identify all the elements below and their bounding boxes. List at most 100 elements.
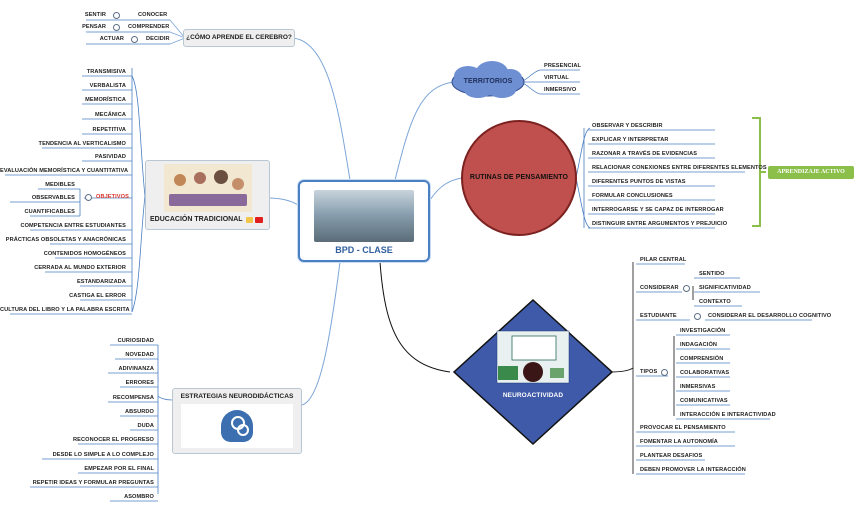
trad-item-15: CULTURA DEL LIBRO Y LA PALABRA ESCRITA bbox=[0, 307, 130, 313]
note-icon bbox=[246, 217, 253, 223]
trad-item-5: REPETITIVA bbox=[92, 127, 126, 133]
rutina-1: OBSERVAR Y DESCRIBIR bbox=[592, 123, 663, 129]
tipo-2: INDAGACIÓN bbox=[680, 342, 718, 348]
objetivos-label: OBJETIVOS bbox=[96, 194, 129, 200]
rutinas-circle bbox=[461, 120, 577, 236]
trad-item-11: CONTENIDOS HOMOGÉNEOS bbox=[43, 251, 126, 257]
strat-item-12: ASOMBRO bbox=[124, 494, 154, 500]
territorio-2: VIRTUAL bbox=[544, 75, 569, 81]
link-territorios bbox=[394, 81, 456, 181]
strat-item-9: DESDE LO SIMPLE A LO COMPLEJO bbox=[52, 452, 154, 458]
tradicional-node[interactable]: EDUCACIÓN TRADICIONAL bbox=[145, 160, 270, 230]
pair-connector-icon bbox=[131, 36, 138, 43]
tipo-7: INTERACCIÓN E INTERACTIVIDAD bbox=[680, 412, 776, 418]
trad-item-8: EVALUACIÓN MEMORÍSTICA Y CUANTITATIVA bbox=[0, 168, 129, 174]
aprendizaje-activo-badge[interactable]: APRENDIZAJE ACTIVO bbox=[768, 166, 854, 179]
territorio-1: PRESENCIAL bbox=[544, 63, 582, 69]
neuro-tail-3: PLANTEAR DESAFIOS bbox=[640, 453, 703, 459]
strat-item-8: RECONOCER EL PROGRESO bbox=[73, 437, 154, 443]
link-aprende bbox=[291, 37, 351, 181]
objetivo-2: OBSERVABLES bbox=[31, 195, 75, 201]
considerar-connector-icon bbox=[683, 285, 690, 292]
central-node[interactable]: BPD - CLASE bbox=[298, 180, 430, 262]
neuro-tail-2: FOMENTAR LA AUTONOMÍA bbox=[640, 439, 718, 445]
neurostrat-title: ESTRATEGIAS NEURODIDÁCTICAS bbox=[180, 393, 294, 400]
tipo-4: COLABORATIVAS bbox=[680, 370, 730, 376]
neurostrat-node[interactable]: ESTRATEGIAS NEURODIDÁCTICAS bbox=[172, 388, 302, 454]
neuro-tail-1: PROVOCAR EL PENSAMIENTO bbox=[640, 425, 726, 431]
rutina-6: FORMULAR CONCLUSIONES bbox=[592, 193, 673, 199]
rutina-5: DIFERENTES PUNTOS DE VISTAS bbox=[592, 179, 686, 185]
link-neurostrat bbox=[301, 261, 341, 406]
strat-item-10: EMPEZAR POR EL FINAL bbox=[84, 466, 154, 472]
link-tradicional bbox=[267, 197, 299, 206]
video-icon[interactable] bbox=[255, 217, 263, 223]
territorios-title[interactable]: TERRITORIOS bbox=[463, 78, 513, 85]
trad-item-1: TRANSMISIVA bbox=[86, 69, 126, 75]
pair-connector-icon bbox=[113, 24, 120, 31]
strat-item-11: REPETIR IDEAS Y FORMULAR PREGUNTAS bbox=[32, 480, 154, 486]
estudiante-connector-icon bbox=[694, 313, 701, 320]
strat-item-3: ADIVINANZA bbox=[118, 366, 154, 372]
neuroactividad-title[interactable]: NEUROACTIVIDAD bbox=[502, 392, 564, 399]
classroom-photo bbox=[314, 190, 414, 242]
objetivo-3: CUANTIFICABLES bbox=[24, 209, 75, 215]
objetivo-1: MEDIBLES bbox=[45, 182, 75, 188]
rutina-7: INTERROGARSE Y SE CAPAZ DE INTERROGAR bbox=[592, 207, 724, 213]
tipos: TIPOS bbox=[640, 369, 658, 375]
objetivos-connector-icon bbox=[85, 194, 92, 201]
aprende-left-2: PENSAR bbox=[82, 24, 106, 30]
link-neuroactividad bbox=[379, 261, 451, 373]
tipo-6: COMUNICATIVAS bbox=[680, 398, 728, 404]
trad-item-4: MECÁNICA bbox=[95, 112, 126, 118]
trad-item-6: TENDENCIA AL VERTICALISMO bbox=[38, 141, 126, 147]
trad-item-9: COMPETENCIA ENTRE ESTUDIANTES bbox=[20, 223, 126, 229]
strat-item-4: ERRORES bbox=[125, 380, 154, 386]
rutina-8: DISTINGUIR ENTRE ARGUMENTOS Y PREJUICIO bbox=[592, 221, 728, 227]
pilar-central: PILAR CENTRAL bbox=[640, 257, 687, 263]
territorios-cloud bbox=[451, 61, 525, 98]
estudiante: ESTUDIANTE bbox=[640, 313, 677, 319]
trad-item-3: MEMORÍSTICA bbox=[85, 97, 126, 103]
neuro-tail-4: DEBEN PROMOVER LA INTERACCIÓN bbox=[640, 467, 746, 473]
considerar: CONSIDERAR bbox=[640, 285, 679, 291]
territorio-3: INMERSIVO bbox=[544, 87, 577, 93]
trad-item-14: CASTIGA EL ERROR bbox=[69, 293, 126, 299]
rutina-2: EXPLICAR Y INTERPRETAR bbox=[592, 137, 669, 143]
rutinas-title[interactable]: RUTINAS DE PENSAMIENTO bbox=[469, 174, 569, 181]
tradicional-title: EDUCACIÓN TRADICIONAL bbox=[150, 216, 243, 223]
tipo-3: COMPRENSIÓN bbox=[680, 356, 724, 362]
strat-item-7: DUDA bbox=[137, 423, 154, 429]
aprende-right-2: COMPRENDER bbox=[128, 24, 170, 30]
pair-connector-icon bbox=[113, 12, 120, 19]
strat-item-1: CURIOSIDAD bbox=[117, 338, 154, 344]
strat-item-6: ABSURDO bbox=[125, 409, 154, 415]
aprende-left-3: ACTUAR bbox=[99, 36, 124, 42]
trad-item-12: CERRADA AL MUNDO EXTERIOR bbox=[34, 265, 126, 271]
tipo-5: INMERSIVAS bbox=[680, 384, 716, 390]
strat-item-2: NOVEDAD bbox=[125, 352, 154, 358]
aprende-right-3: DECIDIR bbox=[146, 36, 170, 42]
strat-item-5: RECOMPENSA bbox=[112, 395, 154, 401]
aprende-title: ¿CÓMO APRENDE EL CEREBRO? bbox=[186, 34, 292, 41]
trad-item-10: PRÁCTICAS OBSOLETAS Y ANACRÓNICAS bbox=[5, 237, 126, 243]
rutina-4: RELACIONAR CONEXIONES ENTRE DIFERENTES E… bbox=[592, 165, 767, 171]
rutina-3: RAZONAR A TRAVÉS DE EVIDENCIAS bbox=[592, 151, 698, 157]
trad-item-13: ESTANDARIZADA bbox=[76, 279, 126, 285]
aprendizaje-activo-label: APRENDIZAJE ACTIVO bbox=[777, 169, 845, 175]
tipos-connector-icon bbox=[661, 369, 668, 376]
considerar-item-3: CONTEXTO bbox=[699, 299, 731, 305]
tipo-1: INVESTIGACIÓN bbox=[680, 328, 726, 334]
tradicional-illustration bbox=[164, 164, 252, 212]
estudiante-item: CONSIDERAR EL DESARROLLO COGNITIVO bbox=[708, 313, 832, 319]
aprende-node[interactable]: ¿CÓMO APRENDE EL CEREBRO? bbox=[183, 29, 295, 47]
aprende-right-1: CONOCER bbox=[138, 12, 168, 18]
trad-item-2: VERBALISTA bbox=[89, 83, 126, 89]
aprende-left-1: SENTIR bbox=[84, 12, 106, 18]
link-rutinas bbox=[429, 177, 463, 201]
considerar-item-1: SENTIDO bbox=[699, 271, 725, 277]
central-title: BPD - CLASE bbox=[335, 245, 393, 255]
trad-item-7: PASIVIDAD bbox=[95, 154, 126, 160]
